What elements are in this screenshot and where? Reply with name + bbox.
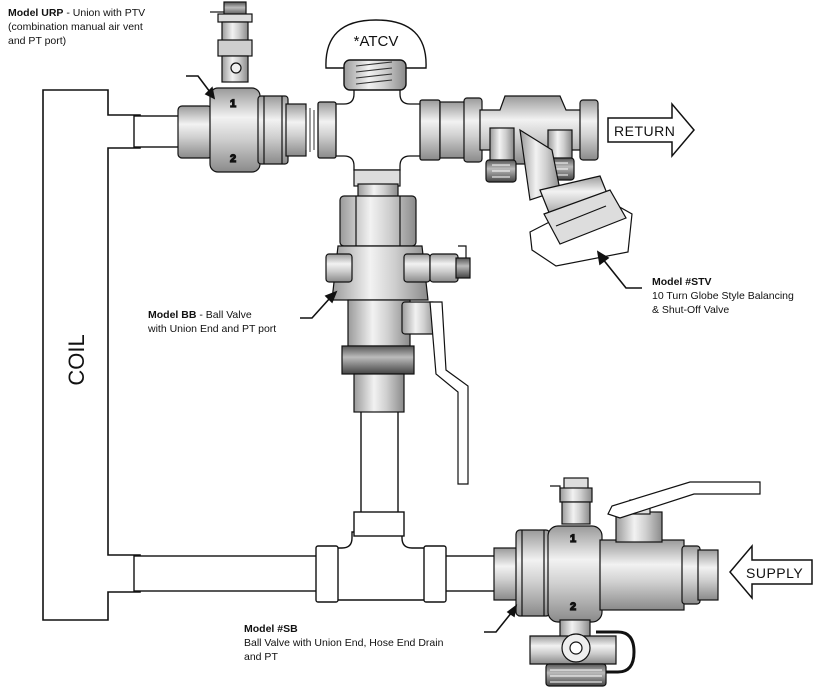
bb-leader-arrow [300, 290, 338, 319]
urp-port-2: 2 [230, 153, 236, 165]
sb-model-name: Model #SB [244, 623, 298, 635]
bottom-tee [315, 511, 447, 603]
sb-port-1: 1 [570, 533, 576, 545]
urp-description: Union with PTV [72, 7, 146, 19]
urp-port-1: 1 [230, 98, 236, 110]
urp-separator: - [63, 7, 73, 19]
bb-model-name: Model BB [148, 309, 197, 321]
bb-callout-line1: Model BB - Ball Valve [148, 308, 276, 322]
stv-valve [439, 95, 633, 267]
return-arrow: RETURN [607, 101, 695, 159]
sb-leader-arrow [484, 604, 518, 633]
atcv-label: *ATCV [354, 33, 399, 50]
supply-arrow: SUPPLY [729, 543, 813, 601]
stv-callout-line1: 10 Turn Globe Style Balancing [652, 290, 794, 302]
bb-ball-valve [325, 169, 471, 485]
bb-callout: Model BB - Ball Valve with Union End and… [148, 308, 276, 336]
sb-ball-valve: 1 2 [493, 477, 761, 687]
bottom-pipe-right [439, 555, 499, 592]
supply-label: SUPPLY [746, 565, 803, 581]
leader-arrows [186, 75, 642, 633]
urp-callout-line2: (combination manual air vent [8, 21, 143, 33]
urp-union: 1 2 [177, 1, 319, 173]
bb-separator: - [196, 309, 206, 321]
urp-model-name: Model URP [8, 7, 64, 19]
sb-callout-line2: and PT [244, 651, 278, 663]
top-pipe [133, 115, 183, 148]
stv-callout: Model #STV 10 Turn Globe Style Balancing… [652, 275, 794, 317]
urp-callout-line1: Model URP - Union with PTV [8, 6, 145, 20]
urp-leader-arrow [186, 75, 216, 100]
bb-callout-line2: with Union End and PT port [148, 323, 277, 335]
vertical-pipe [360, 409, 399, 515]
urp-callout-line3: and PT port) [8, 35, 67, 47]
urp-callout: Model URP - Union with PTV (combination … [8, 6, 145, 48]
coil-label: COIL [64, 334, 89, 385]
stv-leader-arrow [596, 250, 642, 289]
sb-callout-line1: Ball Valve with Union End, Hose End Drai… [244, 637, 444, 649]
return-label: RETURN [614, 123, 675, 139]
bottom-pipe-left [133, 555, 319, 592]
bb-description: Ball Valve [205, 309, 252, 321]
stv-model-name: Model #STV [652, 276, 712, 288]
stv-callout-line2: & Shut-Off Valve [652, 304, 730, 316]
sb-port-2: 2 [570, 601, 576, 613]
pipes [133, 115, 499, 592]
coil: COIL [42, 89, 141, 621]
cross-fitting [317, 83, 441, 171]
atcv-actuator: *ATCV [325, 19, 427, 91]
sb-callout: Model #SB Ball Valve with Union End, Hos… [244, 622, 443, 664]
